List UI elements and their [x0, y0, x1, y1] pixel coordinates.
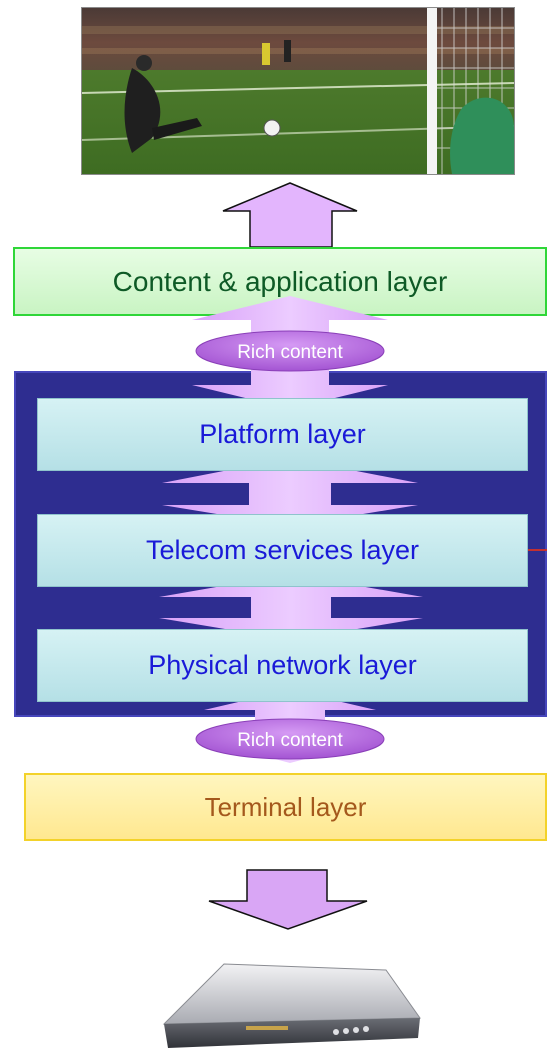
terminal-layer-label: Terminal layer [204, 791, 367, 822]
video-thumbnail [81, 7, 515, 175]
platform-layer: Platform layer [37, 398, 528, 471]
telecom-services-layer: Telecom services layer [37, 514, 528, 587]
side-tick-mark [528, 549, 547, 551]
double-arrow-platform-telecom [162, 458, 418, 526]
platform-layer-label: Platform layer [199, 419, 366, 449]
rich-content-badge-top [195, 330, 385, 372]
up-arrow-to-video [222, 182, 358, 248]
set-top-box-icon [162, 963, 421, 1048]
rich-content-top-label: Rich content [237, 342, 343, 363]
content-application-layer: Content & application layer [13, 247, 547, 316]
terminal-layer: Terminal layer [24, 773, 547, 841]
rich-content-bottom-label: Rich content [237, 730, 343, 751]
physical-layer-label: Physical network layer [148, 650, 417, 680]
rich-content-badge-bottom [195, 718, 385, 760]
content-layer-label: Content & application layer [112, 265, 448, 297]
soccer-scene-image [82, 8, 514, 174]
telecom-layer-label: Telecom services layer [145, 535, 420, 565]
down-arrow-to-device [208, 869, 368, 930]
physical-network-layer: Physical network layer [37, 629, 528, 702]
double-arrow-telecom-physical [159, 574, 423, 640]
